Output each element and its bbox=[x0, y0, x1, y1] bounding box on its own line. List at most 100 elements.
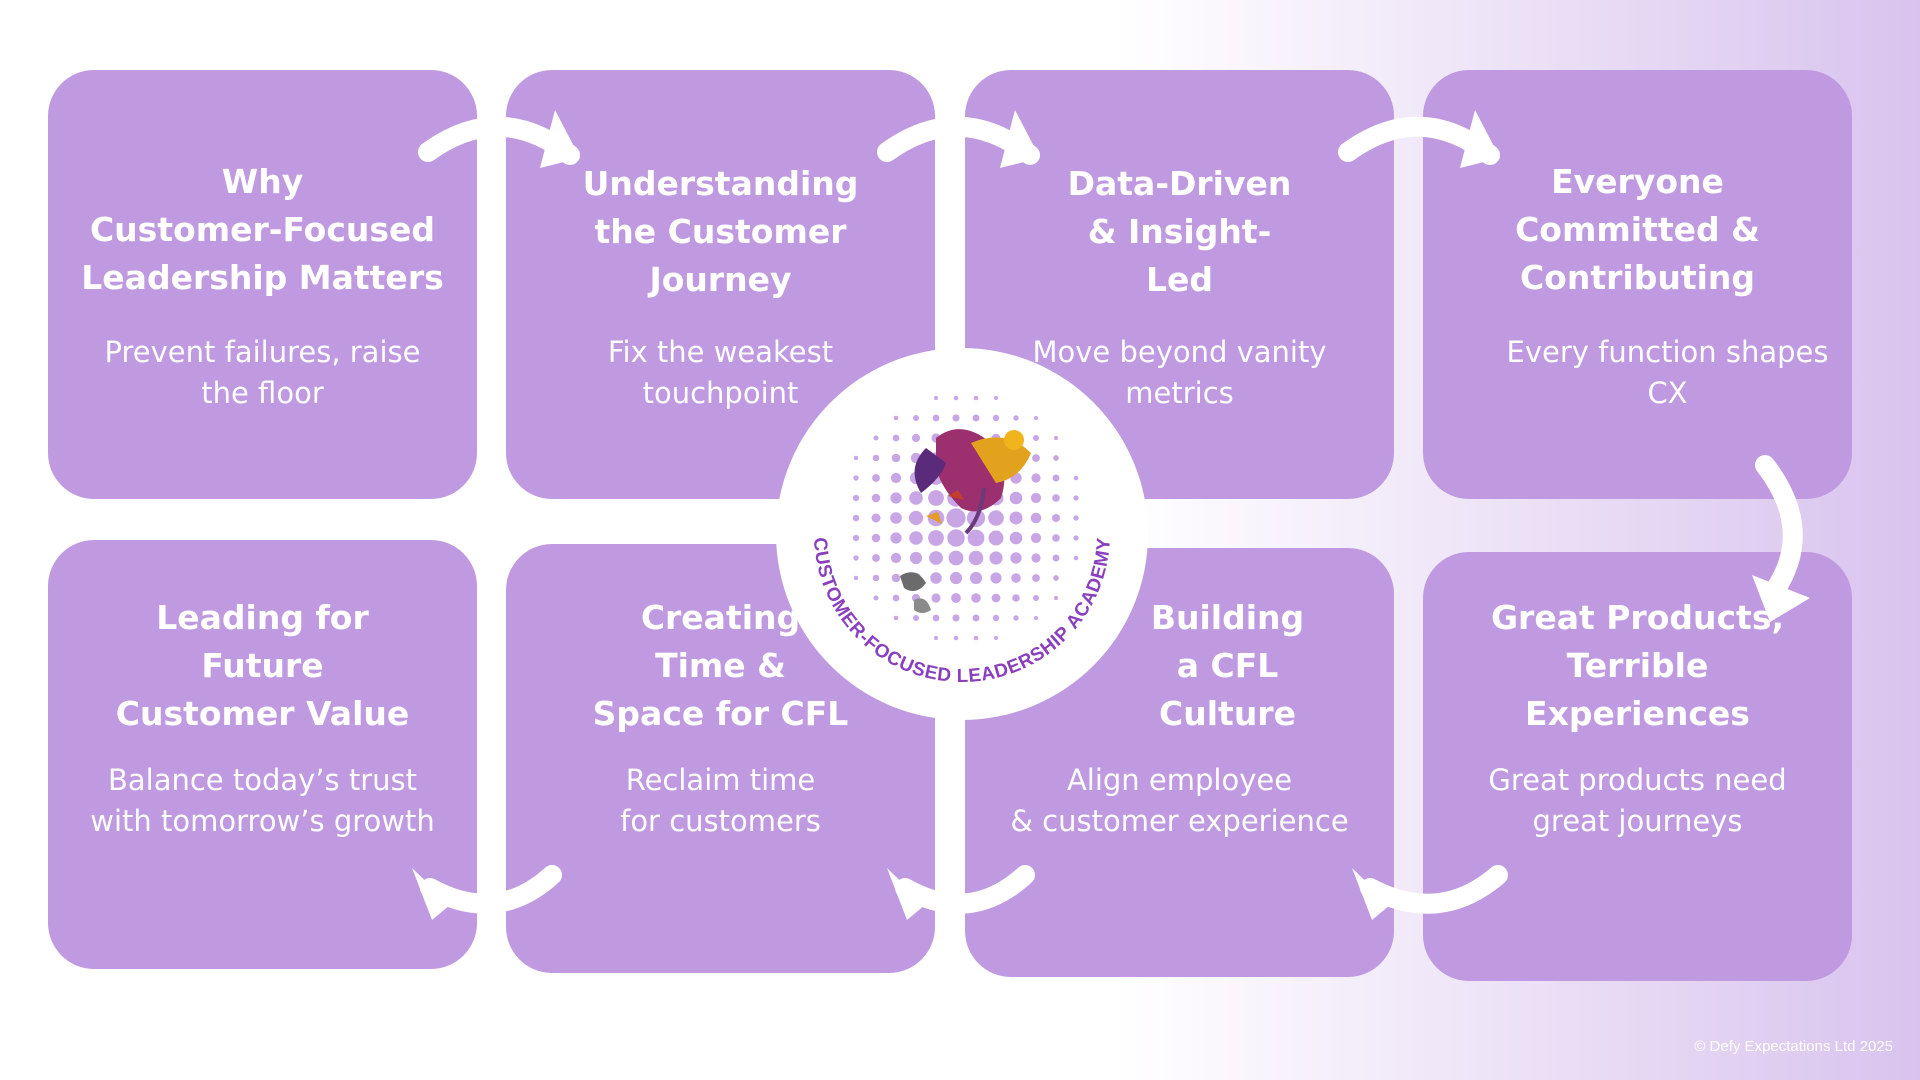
card-title: Great Products, Terrible Experiences bbox=[1447, 594, 1828, 738]
halftone-dot bbox=[894, 616, 899, 621]
step-card-1: Why Customer-Focused Leadership Matters … bbox=[48, 70, 477, 499]
halftone-dot bbox=[951, 593, 961, 603]
halftone-dot bbox=[1073, 495, 1078, 500]
halftone-dot bbox=[973, 615, 980, 622]
card-description: Reclaim time for customers bbox=[530, 760, 911, 842]
card-title: Why Customer-Focused Leadership Matters bbox=[72, 158, 453, 302]
halftone-dot bbox=[909, 531, 923, 545]
copyright-text: © Defy Expectations Ltd 2025 bbox=[1694, 1038, 1893, 1055]
halftone-dot bbox=[952, 614, 959, 621]
card-title: Data-Driven & Insight- Led bbox=[989, 160, 1370, 304]
halftone-dot bbox=[952, 414, 959, 421]
halftone-dot bbox=[933, 415, 940, 422]
halftone-dot bbox=[992, 594, 1001, 603]
halftone-dot bbox=[971, 593, 981, 603]
halftone-dot bbox=[954, 396, 959, 401]
halftone-dot bbox=[970, 572, 982, 584]
halftone-dot bbox=[1033, 595, 1039, 601]
academy-emblem: CUSTOMER-FOCUSED LEADERSHIP ACADEMY bbox=[776, 348, 1148, 720]
halftone-dot bbox=[1031, 553, 1040, 562]
halftone-dot bbox=[910, 552, 922, 564]
card-title: Leading for Future Customer Value bbox=[72, 594, 453, 738]
halftone-dot bbox=[946, 508, 965, 527]
card-description: Great products need great journeys bbox=[1447, 760, 1828, 842]
step-card-4: Everyone Committed & Contributing Every … bbox=[1423, 70, 1852, 499]
halftone-dot bbox=[1034, 416, 1038, 420]
card-description: Align employee & customer experience bbox=[989, 760, 1370, 842]
halftone-dot bbox=[853, 555, 858, 560]
halftone-dot bbox=[891, 553, 901, 563]
halftone-dot bbox=[930, 572, 942, 584]
card-description: Every function shapes CX bbox=[1483, 332, 1852, 414]
halftone-dot bbox=[928, 530, 944, 546]
halftone-dot bbox=[993, 415, 999, 421]
halftone-dot bbox=[873, 455, 880, 462]
halftone-dot bbox=[929, 551, 943, 565]
halftone-dot bbox=[890, 512, 902, 524]
halftone-dot bbox=[931, 593, 940, 602]
halftone-dot bbox=[1012, 594, 1020, 602]
halftone-dot bbox=[1052, 534, 1060, 542]
halftone-dot bbox=[993, 615, 999, 621]
halftone-dot bbox=[872, 474, 880, 482]
halftone-dot bbox=[1053, 455, 1059, 461]
halftone-dot bbox=[947, 529, 964, 546]
step-card-8: Leading for Future Customer Value Balanc… bbox=[48, 540, 477, 969]
halftone-dot bbox=[1010, 532, 1023, 545]
halftone-dot bbox=[1031, 533, 1041, 543]
halftone-dot bbox=[968, 530, 985, 547]
halftone-dot bbox=[973, 415, 980, 422]
halftone-dot bbox=[894, 416, 899, 421]
halftone-dot bbox=[1031, 493, 1041, 503]
halftone-dot bbox=[933, 615, 940, 622]
halftone-dot bbox=[1010, 552, 1021, 563]
halftone-dot bbox=[909, 491, 923, 505]
halftone-dot bbox=[934, 396, 938, 400]
halftone-dot bbox=[949, 551, 964, 566]
halftone-dot bbox=[913, 615, 919, 621]
halftone-dot bbox=[893, 595, 900, 602]
halftone-dot bbox=[1010, 512, 1023, 525]
halftone-dot bbox=[1013, 415, 1018, 420]
halftone-dot bbox=[994, 636, 998, 640]
halftone-dot bbox=[853, 475, 858, 480]
card-description: Prevent failures, raise the floor bbox=[72, 332, 453, 414]
halftone-dot bbox=[974, 396, 979, 401]
halftone-dot bbox=[909, 511, 923, 525]
halftone-dot bbox=[892, 574, 901, 583]
halftone-dot bbox=[1013, 615, 1018, 620]
halftone-dot bbox=[1032, 574, 1040, 582]
halftone-dot bbox=[1031, 473, 1040, 482]
halftone-dot bbox=[853, 495, 859, 501]
halftone-dot bbox=[890, 532, 901, 543]
halftone-dot bbox=[1011, 573, 1021, 583]
halftone-dot bbox=[853, 535, 859, 541]
halftone-dot bbox=[969, 551, 984, 566]
halftone-dot bbox=[1052, 514, 1060, 522]
halftone-dot bbox=[1073, 535, 1078, 540]
halftone-dot bbox=[873, 575, 880, 582]
halftone-dot bbox=[1034, 616, 1038, 620]
halftone-dot bbox=[1053, 555, 1060, 562]
halftone-dot bbox=[912, 434, 920, 442]
halftone-dot bbox=[891, 473, 901, 483]
halftone-dot bbox=[872, 534, 881, 543]
halftone-dot bbox=[872, 494, 881, 503]
halftone-dot bbox=[854, 456, 858, 460]
halftone-dot bbox=[974, 636, 979, 641]
halftone-dot bbox=[874, 596, 879, 601]
halftone-dot bbox=[1032, 454, 1040, 462]
halftone-dot bbox=[1053, 575, 1059, 581]
halftone-dot bbox=[1031, 513, 1042, 524]
halftone-dot bbox=[893, 435, 900, 442]
halftone-dot bbox=[1054, 436, 1058, 440]
halftone-dot bbox=[934, 636, 938, 640]
halftone-dot bbox=[1053, 475, 1060, 482]
halftone-dot bbox=[853, 515, 859, 521]
emblem-graphic: CUSTOMER-FOCUSED LEADERSHIP ACADEMY bbox=[776, 348, 1148, 720]
halftone-dot bbox=[913, 415, 919, 421]
halftone-dot bbox=[872, 554, 880, 562]
halftone-dot bbox=[1054, 596, 1058, 600]
halftone-dot bbox=[954, 636, 959, 641]
halftone-dot bbox=[989, 531, 1004, 546]
